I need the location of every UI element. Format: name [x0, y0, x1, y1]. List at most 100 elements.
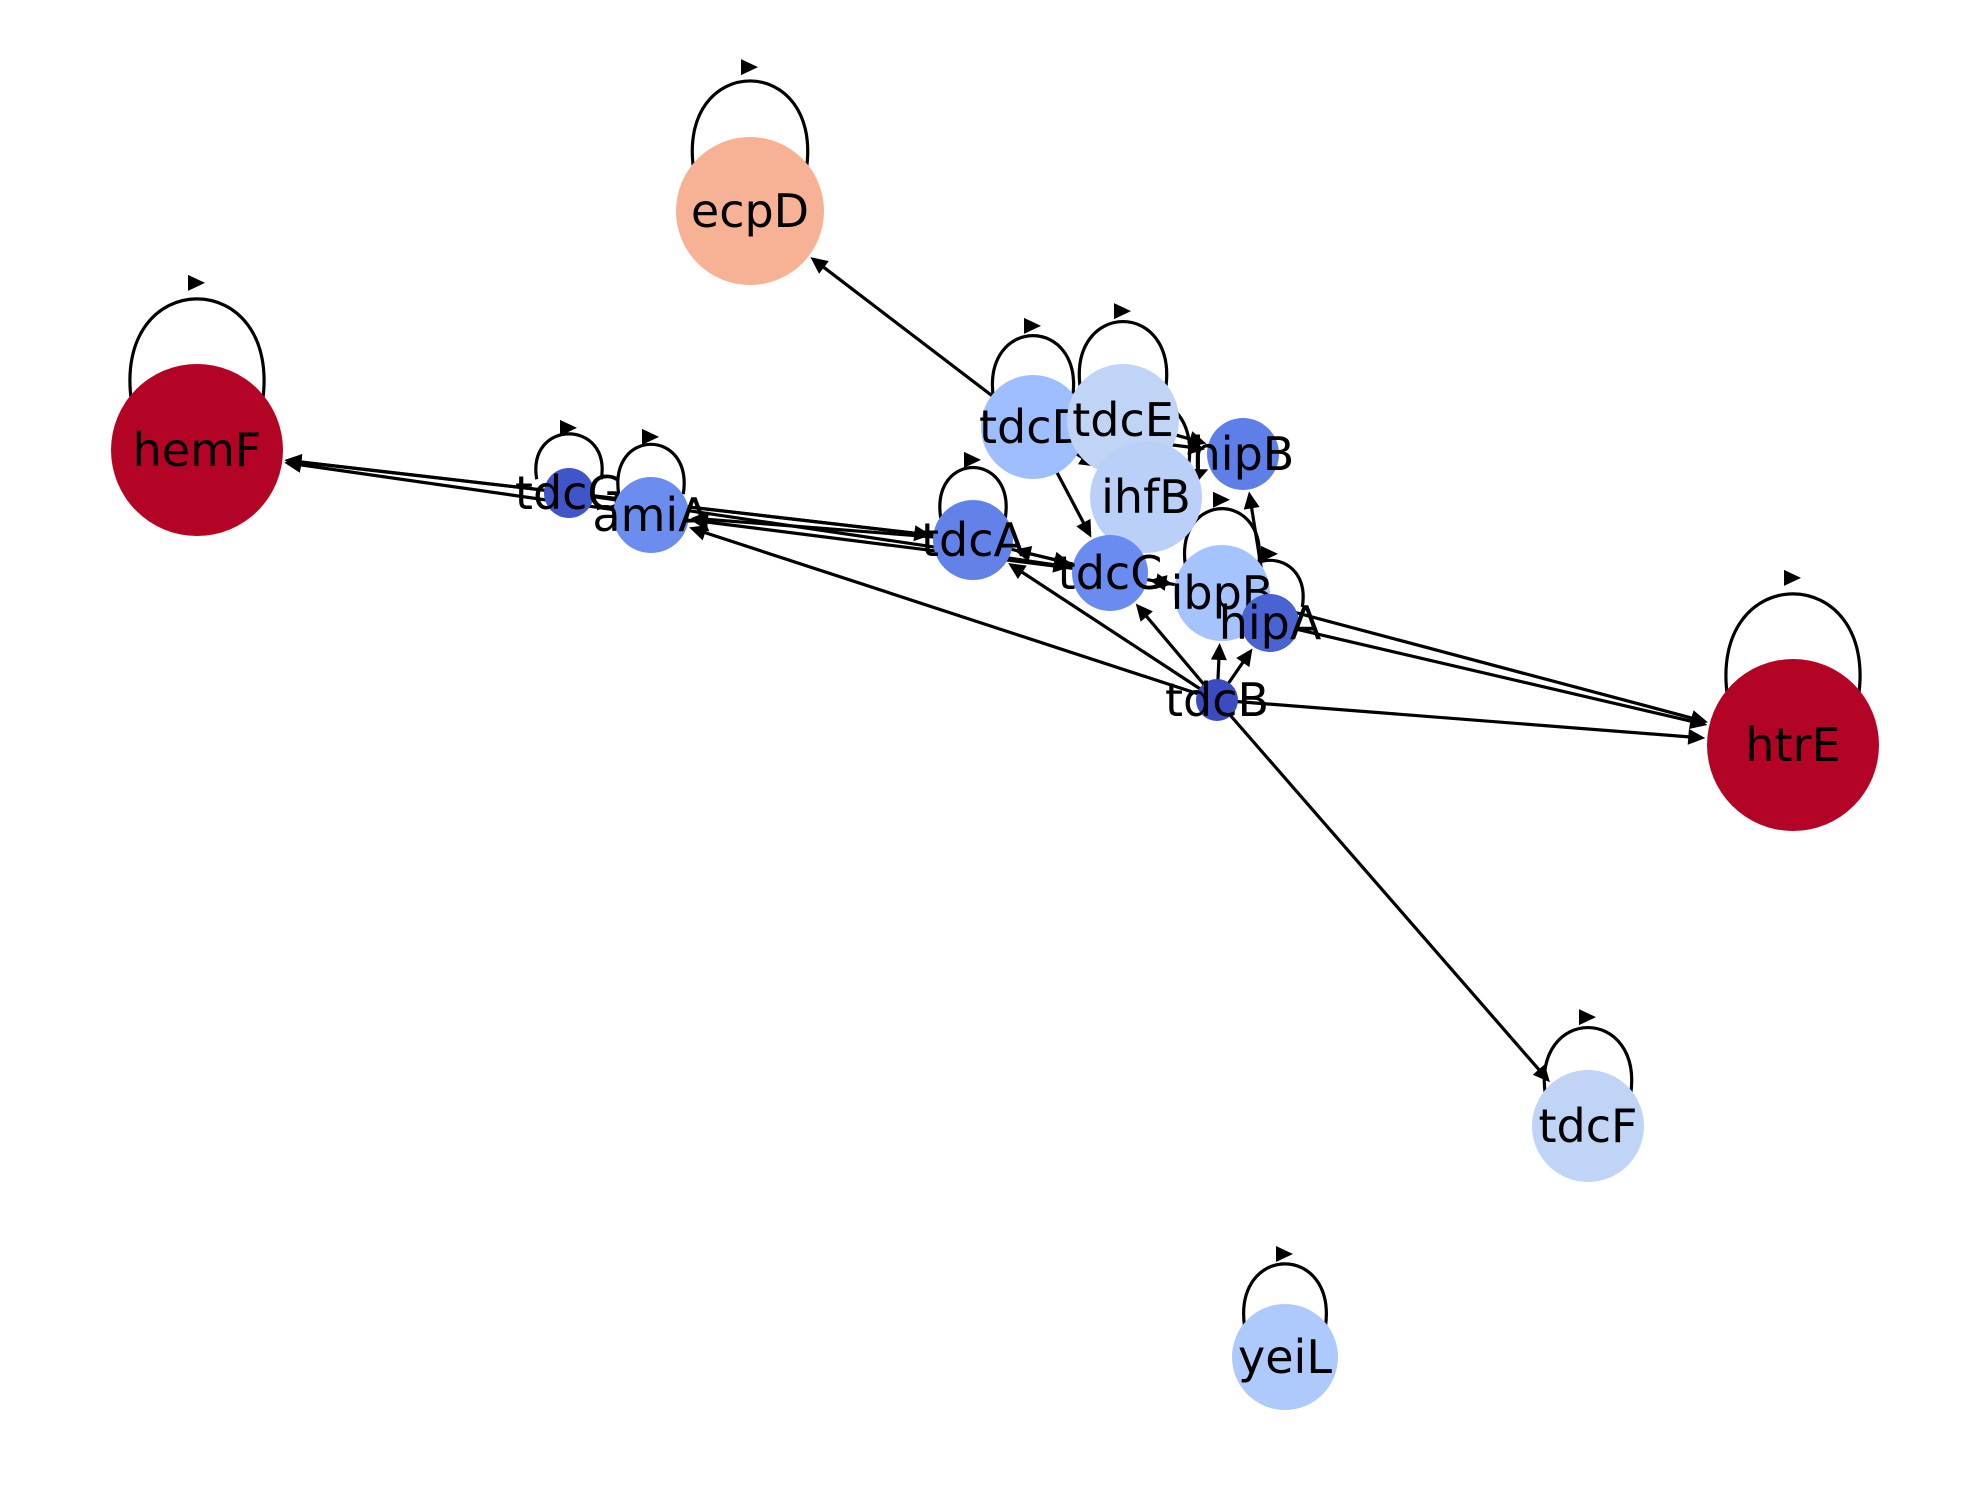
node-tdcF[interactable]: tdcF [1532, 1070, 1644, 1182]
node-label: tdcC [1058, 546, 1163, 600]
arrow-head [1076, 518, 1092, 538]
node-label: tdcF [1539, 1099, 1638, 1153]
node-circle [1232, 1304, 1338, 1410]
edge-tdcB-tdcF [1215, 698, 1550, 1083]
edge-line [1015, 567, 1218, 702]
node-label: yeiL [1238, 1330, 1332, 1384]
arrow-head [1187, 439, 1206, 455]
edge-amiA-amiA [616, 428, 686, 495]
node-circle [1532, 1070, 1644, 1182]
node-label: tdcA [921, 513, 1026, 567]
arrow-head [1532, 1064, 1550, 1083]
node-yeiL[interactable]: yeiL [1232, 1304, 1338, 1410]
node-tdcA[interactable]: tdcA [921, 500, 1026, 580]
self-loop-path [1724, 592, 1862, 698]
node-htrE[interactable]: htrE [1707, 659, 1879, 831]
node-label: tdcB [1165, 673, 1269, 727]
edge-tdcE-tdcE [1077, 303, 1169, 390]
arrow-head [1213, 491, 1230, 508]
arrow-head [1149, 575, 1168, 591]
arrow-head [1276, 1245, 1293, 1262]
arrow-head [1243, 491, 1260, 510]
edge-line [293, 462, 652, 517]
node-circle [1196, 679, 1238, 721]
node-hipB[interactable]: hipB [1192, 418, 1295, 490]
edge-hipA-htrE [1269, 621, 1708, 729]
edge-yeiL-yeiL [1242, 1245, 1328, 1329]
node-label: tdcE [1072, 393, 1174, 447]
edge-line [1216, 698, 1696, 739]
node-circle [981, 375, 1085, 479]
edge-tdcB-amiA [689, 525, 1218, 702]
self-loop-path [534, 432, 604, 480]
node-ecpD[interactable]: ecpD [676, 137, 824, 285]
arrow-head [1135, 603, 1153, 622]
node-tdcB[interactable]: tdcB [1165, 673, 1269, 727]
arrow-head [1784, 569, 1801, 586]
node-ihfB[interactable]: ihfB [1090, 441, 1202, 553]
edge-tdcB-htrE [1216, 698, 1706, 745]
edge-tdcD-tdcD [990, 317, 1076, 399]
arrow-head [1210, 642, 1227, 661]
node-circle [544, 468, 594, 518]
node-hipA[interactable]: hipA [1219, 594, 1322, 652]
node-circle [1241, 594, 1299, 652]
self-loop-path [1077, 319, 1169, 390]
arrow-head [560, 419, 577, 436]
edge-tdcB-tdcA [1008, 563, 1218, 702]
arrow-head [1688, 713, 1708, 729]
node-circle [933, 500, 1013, 580]
node-label: hipA [1219, 596, 1322, 650]
node-circle [613, 477, 689, 553]
arrow-head [1013, 546, 1033, 562]
arrow-head [1261, 545, 1278, 562]
node-hemF[interactable]: hemF [111, 364, 283, 536]
node-tdcC[interactable]: tdcC [1058, 535, 1163, 611]
arrow-head [810, 257, 829, 274]
arrow-head [188, 274, 205, 291]
self-loop-path [690, 79, 810, 171]
arrow-head [1024, 317, 1041, 334]
edge-line [698, 529, 1218, 702]
self-loop-path [990, 334, 1076, 399]
edge-tdcF-tdcF [1542, 1009, 1634, 1096]
arrow-head [1008, 563, 1027, 580]
node-circle [1707, 659, 1879, 831]
node-label: hemF [133, 423, 262, 477]
arrow-head [741, 59, 758, 76]
arrow-head [284, 454, 303, 471]
arrow-head [1687, 728, 1706, 745]
node-label: ihfB [1101, 470, 1191, 524]
arrow-head [1236, 648, 1253, 668]
node-label: hipB [1192, 427, 1295, 481]
self-loop-path [128, 297, 266, 403]
edge-tdcA-tdcA [938, 451, 1008, 519]
self-loop-path [1542, 1025, 1634, 1096]
edge-hemF-hemF [128, 274, 266, 403]
edge-line [700, 517, 974, 542]
self-loop-path [938, 466, 1008, 519]
self-loop-path [616, 442, 686, 495]
node-circle [1072, 535, 1148, 611]
self-loop-path [1242, 1262, 1328, 1329]
arrow-head [1579, 1009, 1596, 1026]
edge-line [1269, 621, 1698, 725]
arrow-head [913, 525, 932, 542]
node-amiA[interactable]: amiA [592, 477, 710, 553]
node-circle [676, 137, 824, 285]
edge-ecpD-ecpD [690, 59, 810, 171]
node-circle [111, 364, 283, 536]
arrow-head [964, 451, 981, 468]
node-circle [1090, 441, 1202, 553]
edge-tdcG-tdcG [534, 419, 604, 480]
node-tdcG[interactable]: tdcG [515, 466, 623, 520]
node-label: amiA [592, 488, 710, 542]
arrow-head [642, 428, 659, 445]
arrow-head [1114, 303, 1131, 320]
node-label: tdcG [515, 466, 623, 520]
node-circle [1207, 418, 1279, 490]
edge-line [1221, 591, 1699, 722]
node-label: ecpD [691, 184, 809, 238]
